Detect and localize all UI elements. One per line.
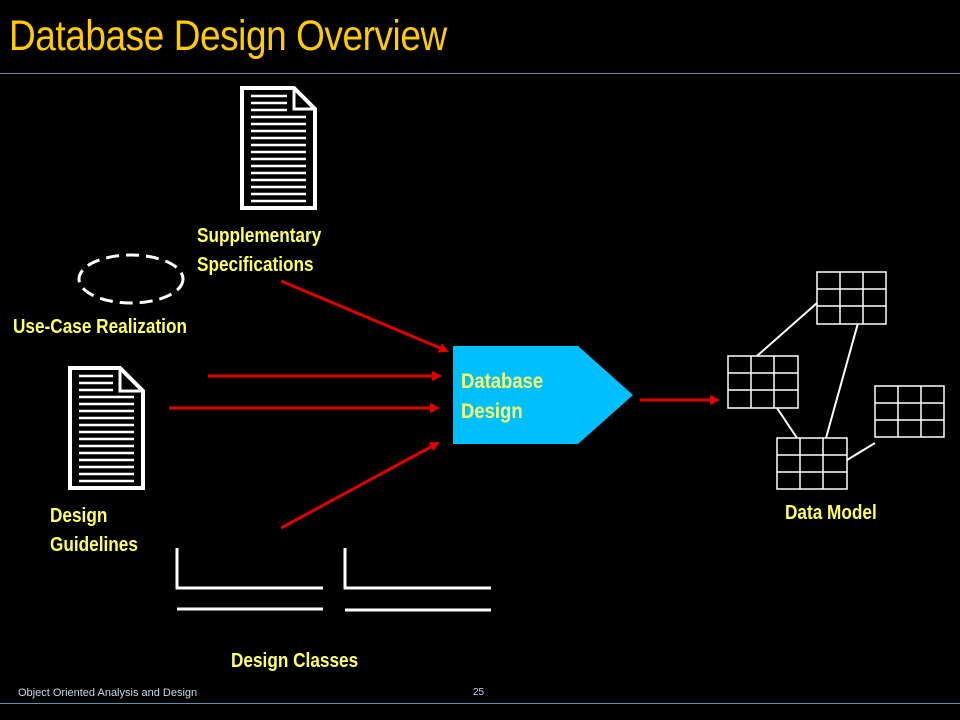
- footer-divider: [0, 703, 960, 704]
- design-classes-label: Design Classes: [231, 650, 359, 672]
- data-model-label: Data Model: [785, 502, 877, 524]
- guidelines-line-1: Design: [50, 505, 108, 527]
- input-arrows: [169, 279, 720, 530]
- arrow-supplementary: [280, 279, 449, 353]
- slide-title: Database Design Overview: [9, 12, 447, 60]
- database-design-line-2: Design: [461, 400, 523, 423]
- table-icon-top: [816, 271, 887, 325]
- design-class-icon-right: [343, 548, 491, 612]
- supplementary-line-2: Specifications: [197, 254, 314, 276]
- arrow-design-classes: [280, 441, 440, 530]
- title-divider: [0, 73, 960, 74]
- database-design-label: Database Design: [461, 367, 543, 427]
- data-model-relations: [756, 302, 876, 461]
- table-icon-left: [727, 355, 799, 409]
- footer-course-title: Object Oriented Analysis and Design: [18, 687, 198, 699]
- design-guidelines-label: Design Guidelines: [50, 502, 138, 560]
- supplementary-specifications-label: Supplementary Specifications: [197, 222, 321, 280]
- guidelines-line-2: Guidelines: [50, 534, 138, 556]
- supplementary-document-icon: [240, 86, 317, 210]
- supplementary-line-1: Supplementary: [197, 225, 322, 247]
- footer-page-number: 25: [473, 687, 485, 698]
- database-design-process-shape: [453, 346, 633, 444]
- database-design-line-1: Database: [461, 370, 544, 393]
- use-case-realization-label: Use-Case Realization: [13, 316, 187, 338]
- table-icon-right: [874, 385, 945, 438]
- guidelines-document-icon: [68, 366, 145, 490]
- design-class-icon-left: [175, 548, 323, 611]
- table-icon-bottom: [776, 437, 848, 490]
- use-case-ellipse-icon: [77, 253, 185, 305]
